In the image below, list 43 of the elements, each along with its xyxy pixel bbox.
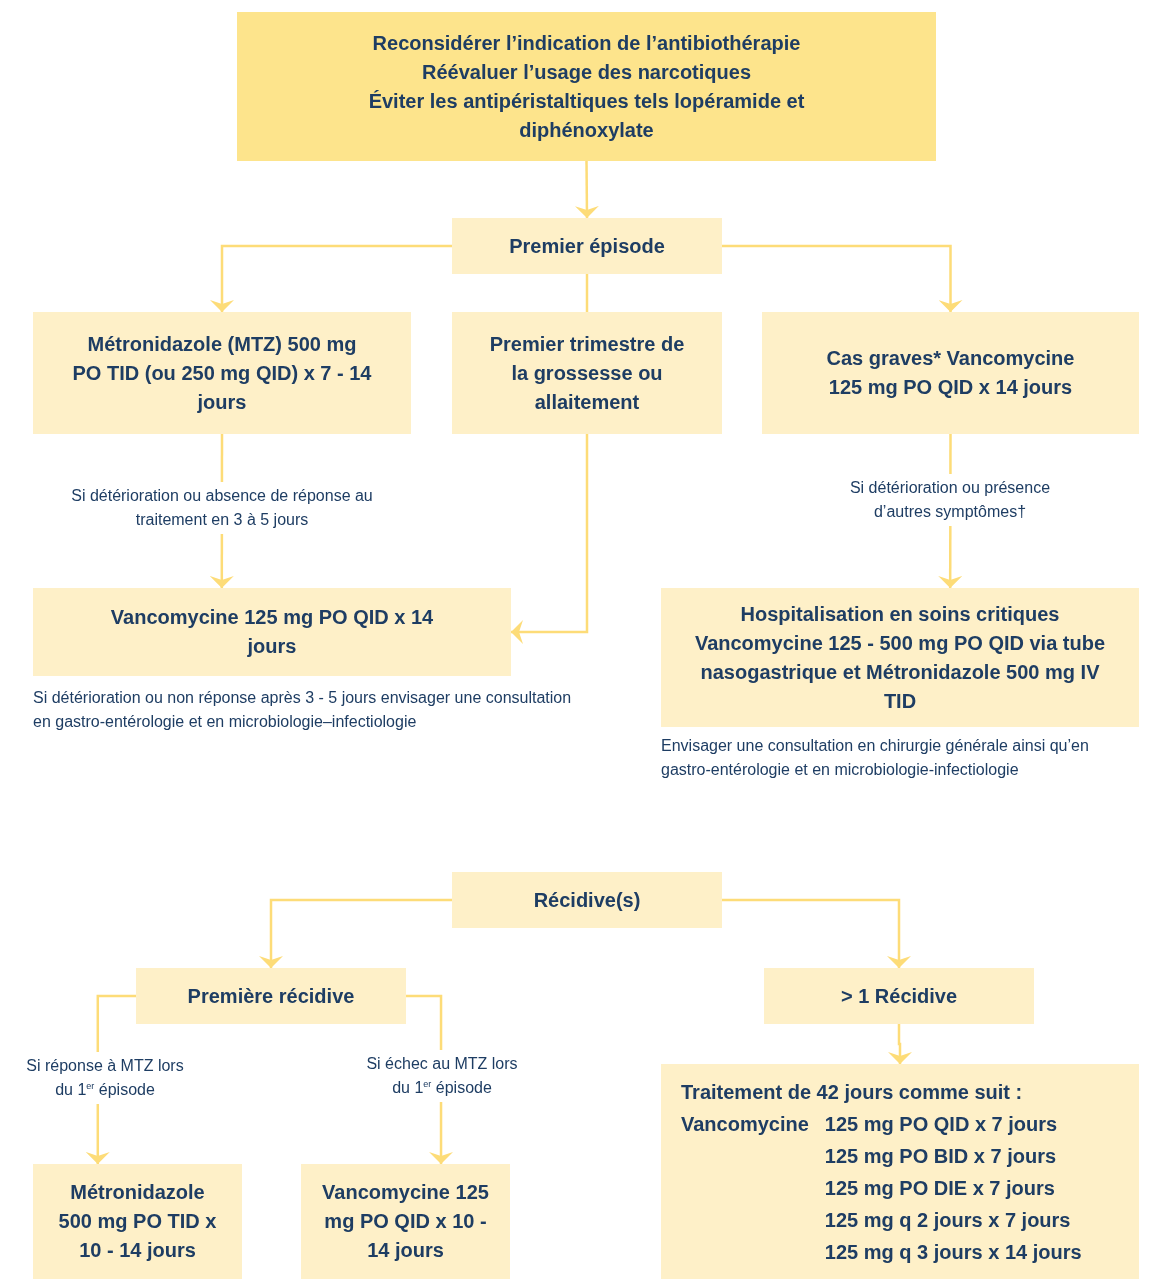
box-text: > 1 Récidive bbox=[840, 983, 958, 1009]
process-box bbox=[661, 588, 1139, 727]
arrow bbox=[574, 161, 599, 218]
process-box bbox=[33, 1164, 242, 1279]
arrow bbox=[722, 898, 911, 968]
box-text: Traitement de 42 jours comme suit : bbox=[681, 1079, 1024, 1105]
arrow bbox=[259, 898, 452, 968]
process-box bbox=[33, 588, 511, 676]
box-text: Métronidazole (MTZ) 500 mg PO TID (ou 250 mg QID) x 7 - 14 jours bbox=[72, 331, 372, 415]
note-box bbox=[237, 12, 936, 161]
box-text: 125 mg PO BID x 7 jours bbox=[824, 1143, 1058, 1169]
drug-name: Vancomycine bbox=[681, 1111, 809, 1137]
box-text: Première récidive bbox=[187, 983, 355, 1009]
box-text: Cas graves* Vancomycine 125 mg PO QID x 14 jours bbox=[825, 346, 1076, 400]
note-text: Si détérioration ou non réponse après 3 - 5 jours envisager une consultation en gastro-entérologie et en microbiologie–infectiologie bbox=[33, 688, 573, 732]
box-text: 125 mg q 3 jours x 14 jours bbox=[824, 1239, 1082, 1265]
box-text: Premier épisode bbox=[509, 233, 665, 259]
process-box bbox=[33, 312, 411, 434]
box-text: Premier trimestre de la grossesse ou allaitement bbox=[488, 331, 686, 415]
process-box bbox=[661, 1064, 1139, 1279]
box-text: 125 mg PO DIE x 7 jours bbox=[824, 1175, 1056, 1201]
note-text: Envisager une consultation en chirurgie générale ainsi qu’en gastro-entérologie et en microbiologie-infectiologie bbox=[661, 736, 1090, 780]
arrow bbox=[888, 1024, 912, 1064]
process-box bbox=[762, 312, 1139, 434]
box-text: Reconsidérer l’indication de l’antibiothérapie bbox=[372, 30, 801, 56]
box-text: Récidive(s) bbox=[533, 887, 641, 913]
box-text: 125 mg PO QID x 7 jours bbox=[824, 1111, 1059, 1137]
process-box bbox=[301, 1164, 510, 1279]
box-text: Éviter les antipéristaltiques tels lopéramide et diphénoxylate bbox=[367, 88, 806, 143]
process-box bbox=[452, 312, 722, 434]
process-box bbox=[764, 968, 1034, 1024]
box-text: Vancomycine 125 mg PO QID x 14 jours bbox=[109, 605, 435, 659]
box-text: Vancomycine 125 mg PO QID x 10 - 14 jours bbox=[321, 1180, 490, 1263]
process-box bbox=[452, 218, 722, 274]
box-text: 125 mg q 2 jours x 7 jours bbox=[824, 1207, 1072, 1233]
box-text: Hospitalisation en soins critiques Vancomycine 125 - 500 mg PO QID via tube nasogastrique et Métronidazole 500 mg IV TID bbox=[693, 601, 1107, 714]
arrow bbox=[511, 434, 589, 644]
box-text: Réévaluer l’usage des narcotiques bbox=[422, 59, 751, 85]
box-text: Métronidazole 500 mg PO TID x 10 - 14 jours bbox=[57, 1180, 218, 1263]
arrow bbox=[722, 244, 963, 312]
arrow bbox=[210, 244, 452, 312]
process-box bbox=[452, 872, 722, 928]
process-box bbox=[136, 968, 406, 1024]
